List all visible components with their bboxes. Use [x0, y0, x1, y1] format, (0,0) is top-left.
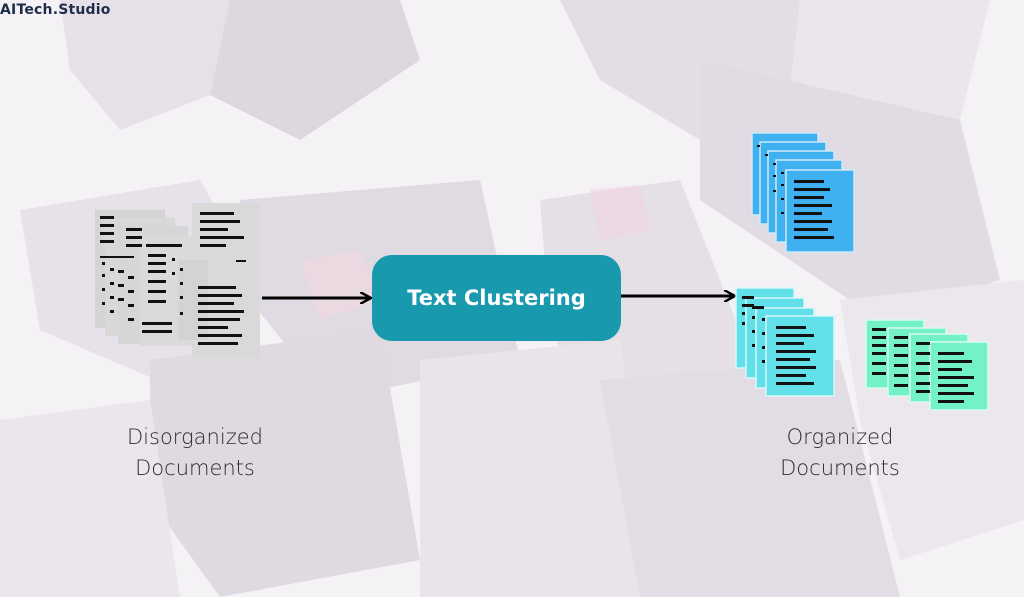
blue-cluster-documents-icon — [751, 132, 855, 253]
input-caption-line1: Disorganized — [127, 425, 263, 449]
cyan-cluster-documents-icon — [735, 287, 835, 397]
brand-logo: AITech.Studio — [0, 2, 111, 18]
disorganized-documents-icon — [95, 203, 260, 358]
input-caption: Disorganized Documents — [110, 422, 280, 484]
text-clustering-process: Text Clustering — [372, 255, 621, 341]
input-caption-line2: Documents — [135, 456, 255, 480]
green-cluster-documents-icon — [865, 319, 989, 411]
process-label: Text Clustering — [407, 286, 586, 310]
output-caption: Organized Documents — [760, 422, 920, 484]
output-caption-line2: Documents — [780, 456, 900, 480]
output-caption-line1: Organized — [786, 425, 894, 449]
